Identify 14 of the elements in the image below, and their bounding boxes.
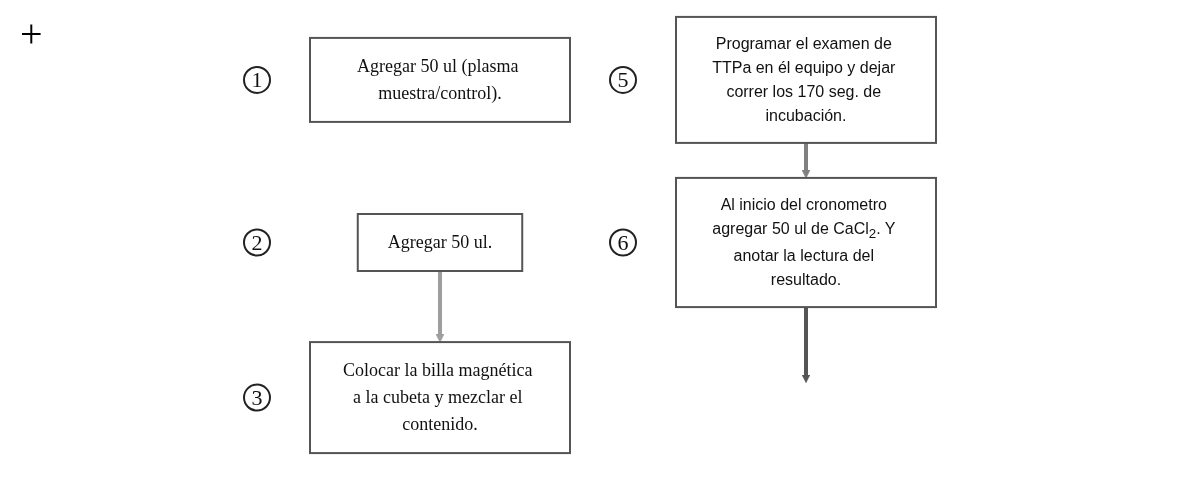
node-circle: 3 [243, 383, 271, 412]
node-box: Programar el examen de TTPa en él equipo y dejar correr los 170 seg. de incubación. [675, 15, 937, 144]
node-box: Agregar 50 ul (plasma muestra/control). [309, 36, 571, 123]
node-box: Agregar 50 ul. [356, 213, 524, 272]
plus-sign: + [20, 10, 43, 57]
node-circle: 2 [243, 228, 271, 257]
node-box: Colocar la billa magnética a la cubeta y mezclar el contenido. [309, 341, 571, 455]
node-circle: 1 [243, 65, 271, 94]
node-circle: 5 [609, 65, 637, 94]
arrow [801, 307, 811, 383]
node-circle: 6 [609, 228, 637, 257]
arrow [435, 271, 445, 343]
arrow [801, 142, 811, 179]
node-box: Al inicio del cronometro agregar 50 ul de CaCl$_{2}$. Y anotar la lectura del resultado. [675, 176, 937, 309]
